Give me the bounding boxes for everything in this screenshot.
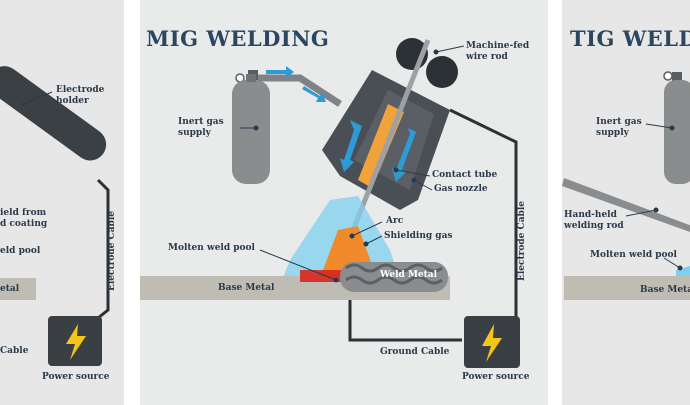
mig-welding-title: MIG WELDING [146, 26, 330, 51]
label-electrode-cable: Electrode Cable [107, 211, 117, 291]
label-power-source: Power source [462, 372, 530, 382]
welding-rod [562, 178, 690, 232]
label-metal: etal [0, 284, 20, 294]
gas-cylinder-icon [663, 71, 690, 184]
electrode-holder-icon [0, 66, 107, 161]
gas-hose [258, 74, 342, 107]
power-source-box [464, 316, 520, 368]
stick-welding-illustration [0, 66, 110, 366]
label-molten-weld-pool: Molten weld pool [168, 243, 255, 253]
pointer-line [23, 91, 53, 105]
ground-cable-line [348, 300, 462, 342]
electrode-cable-line [449, 108, 518, 330]
pointer-lines [240, 45, 465, 283]
gas-flow-arrows [266, 66, 326, 102]
power-source-box [48, 316, 102, 366]
label-shielding-gas: Shielding gas [384, 231, 453, 241]
label-weld-metal: Weld Metal [380, 270, 438, 280]
tig-welding-title: TIG WELD [570, 26, 690, 51]
lightning-bolt-icon [66, 324, 86, 360]
weld-metal-bead [340, 262, 448, 292]
label-ground-cable: Ground Cable [380, 347, 450, 357]
mig-welding-illustration [140, 38, 520, 368]
base-metal-block [564, 276, 690, 300]
base-metal-block [0, 278, 36, 300]
label-arc: Arc [386, 216, 404, 226]
electrode-cable-line [96, 178, 110, 320]
lightning-bolt-icon [482, 324, 502, 362]
label-electrode-cable: Electrode Cable [517, 201, 527, 281]
gas-cylinder-icon [232, 70, 270, 184]
label-base-metal: Base Metal [218, 283, 275, 293]
label-molten-weld-pool: Molten weld pool [590, 250, 677, 260]
label-cable: Cable [0, 346, 29, 356]
wire-rod [351, 39, 431, 229]
tig-welding-illustration [562, 71, 690, 300]
pointer-lines [625, 123, 683, 271]
label-weld-pool: eld pool [0, 246, 41, 256]
label-contact-tube: Contact tube [432, 170, 498, 180]
label-power-source: Power source [42, 372, 110, 382]
label-base-metal: Base Metal [640, 285, 690, 295]
label-gas-nozzle: Gas nozzle [434, 184, 488, 194]
